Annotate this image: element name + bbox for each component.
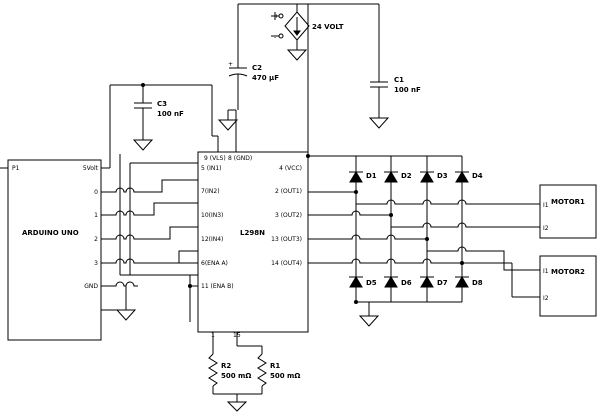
wire-gnd xyxy=(110,281,138,321)
diode-d5: D5 xyxy=(349,276,377,288)
l298n-pin-in3: 10(IN3) xyxy=(201,212,223,219)
c3-value: 100 nF xyxy=(157,110,184,118)
source-label: 24 VOLT xyxy=(312,23,344,31)
capacitor-c1: C1 100 nF xyxy=(368,76,421,129)
arduino-pin-0: 0 xyxy=(94,189,98,196)
wire-pin8-gnd xyxy=(217,109,239,152)
motor-2: MOTOR2 I1 I2 xyxy=(539,255,597,317)
c2-polarity: + xyxy=(228,61,233,68)
diode-d8: D8 xyxy=(455,276,483,288)
c1-value: 100 nF xyxy=(394,86,421,94)
l298n-driver: L298N 9 (VLS) 8 (GND) 5 (IN1) 7(IN2) 10(… xyxy=(197,151,309,339)
d8-label: D8 xyxy=(472,279,483,287)
d1-label: D1 xyxy=(366,172,377,180)
arduino-title: ARDUINO UNO xyxy=(22,229,79,237)
arduino-pin-stubs xyxy=(101,167,110,311)
l298n-title: L298N xyxy=(240,229,265,237)
motor1-pin1: I1 xyxy=(543,202,549,209)
l298n-pin-in1: 5 (IN1) xyxy=(201,165,221,172)
wire-out3 xyxy=(308,234,540,271)
arduino-ref: P1 xyxy=(12,165,20,172)
l298n-pin-out2: 3 (OUT2) xyxy=(275,212,302,219)
capacitor-c3: C3 100 nF xyxy=(132,83,184,151)
resistor-r1: R1 500 mΩ xyxy=(236,332,300,394)
d7-label: D7 xyxy=(437,279,448,287)
motor1-label: MOTOR1 xyxy=(551,198,585,206)
motor2-pin1: I1 xyxy=(543,268,549,275)
l298n-pin-out3: 13 (OUT3) xyxy=(271,236,302,243)
r1-value: 500 mΩ xyxy=(270,372,300,380)
l298n-pin-ena-b: 11 (ENA B) xyxy=(201,283,234,290)
arduino-pin-1: 1 xyxy=(94,212,98,219)
wire-out1 xyxy=(308,190,540,205)
voltage-source-24v: + - 24 VOLT xyxy=(271,11,344,41)
l298n-pin-out4: 14 (OUT4) xyxy=(271,260,302,267)
arduino-pin-3: 3 xyxy=(94,260,98,267)
r2-value: 500 mΩ xyxy=(221,372,251,380)
c2-value: 470 µF xyxy=(252,74,279,82)
diode-d6: D6 xyxy=(384,276,412,288)
l298n-pin-vcc: 4 (VCC) xyxy=(279,165,302,172)
motor2-pin2: I2 xyxy=(543,295,549,302)
c1-name: C1 xyxy=(394,76,404,84)
wire-signal-0 xyxy=(110,179,198,193)
capacitor-c2: + C2 470 µF xyxy=(228,4,279,110)
arduino-pin-2: 2 xyxy=(94,236,98,243)
d2-label: D2 xyxy=(401,172,412,180)
wire-signal-2 xyxy=(110,226,198,240)
l298n-pin-in2: 7(IN2) xyxy=(201,188,220,195)
wire-sense-gnd xyxy=(213,393,262,412)
resistor-r2: R2 500 mΩ xyxy=(208,332,251,394)
c2-name: C2 xyxy=(252,64,262,72)
r2-name: R2 xyxy=(221,362,231,370)
d5-label: D5 xyxy=(366,279,377,287)
d3-label: D3 xyxy=(437,172,448,180)
l298n-pin-gnd: 8 (GND) xyxy=(228,155,252,162)
arduino-uno: P1 ARDUINO UNO 5Volt 0 1 2 3 GND xyxy=(0,159,102,341)
wire-out4 xyxy=(308,258,540,298)
c3-name: C3 xyxy=(157,100,167,108)
wire-signal-1 xyxy=(110,202,198,216)
l298n-pin-out1: 2 (OUT1) xyxy=(275,188,302,195)
l298n-pin-in4: 12(IN4) xyxy=(201,236,223,243)
source-minus: - xyxy=(274,34,276,41)
motor1-pin2: I2 xyxy=(543,225,549,232)
arduino-pin-5volt: 5Volt xyxy=(83,165,99,172)
motor2-label: MOTOR2 xyxy=(551,268,585,276)
wire-signal-3 xyxy=(110,250,198,264)
d4-label: D4 xyxy=(472,172,483,180)
wire-out2 xyxy=(308,210,540,228)
r1-name: R1 xyxy=(270,362,280,370)
arduino-pin-gnd: GND xyxy=(84,283,98,290)
l298n-pin-ena-a: 6(ENA A) xyxy=(201,260,228,267)
wire-diode-gnd-rail xyxy=(354,300,462,327)
motor-1: MOTOR1 I1 I2 xyxy=(539,184,597,239)
d6-label: D6 xyxy=(401,279,412,287)
wire-ena-b xyxy=(119,154,198,322)
l298n-pin-vls: 9 (VLS) xyxy=(204,155,226,162)
diode-d7: D7 xyxy=(420,276,448,288)
wire-5v-rail xyxy=(109,84,219,168)
wire-vcc-rail xyxy=(306,4,463,168)
